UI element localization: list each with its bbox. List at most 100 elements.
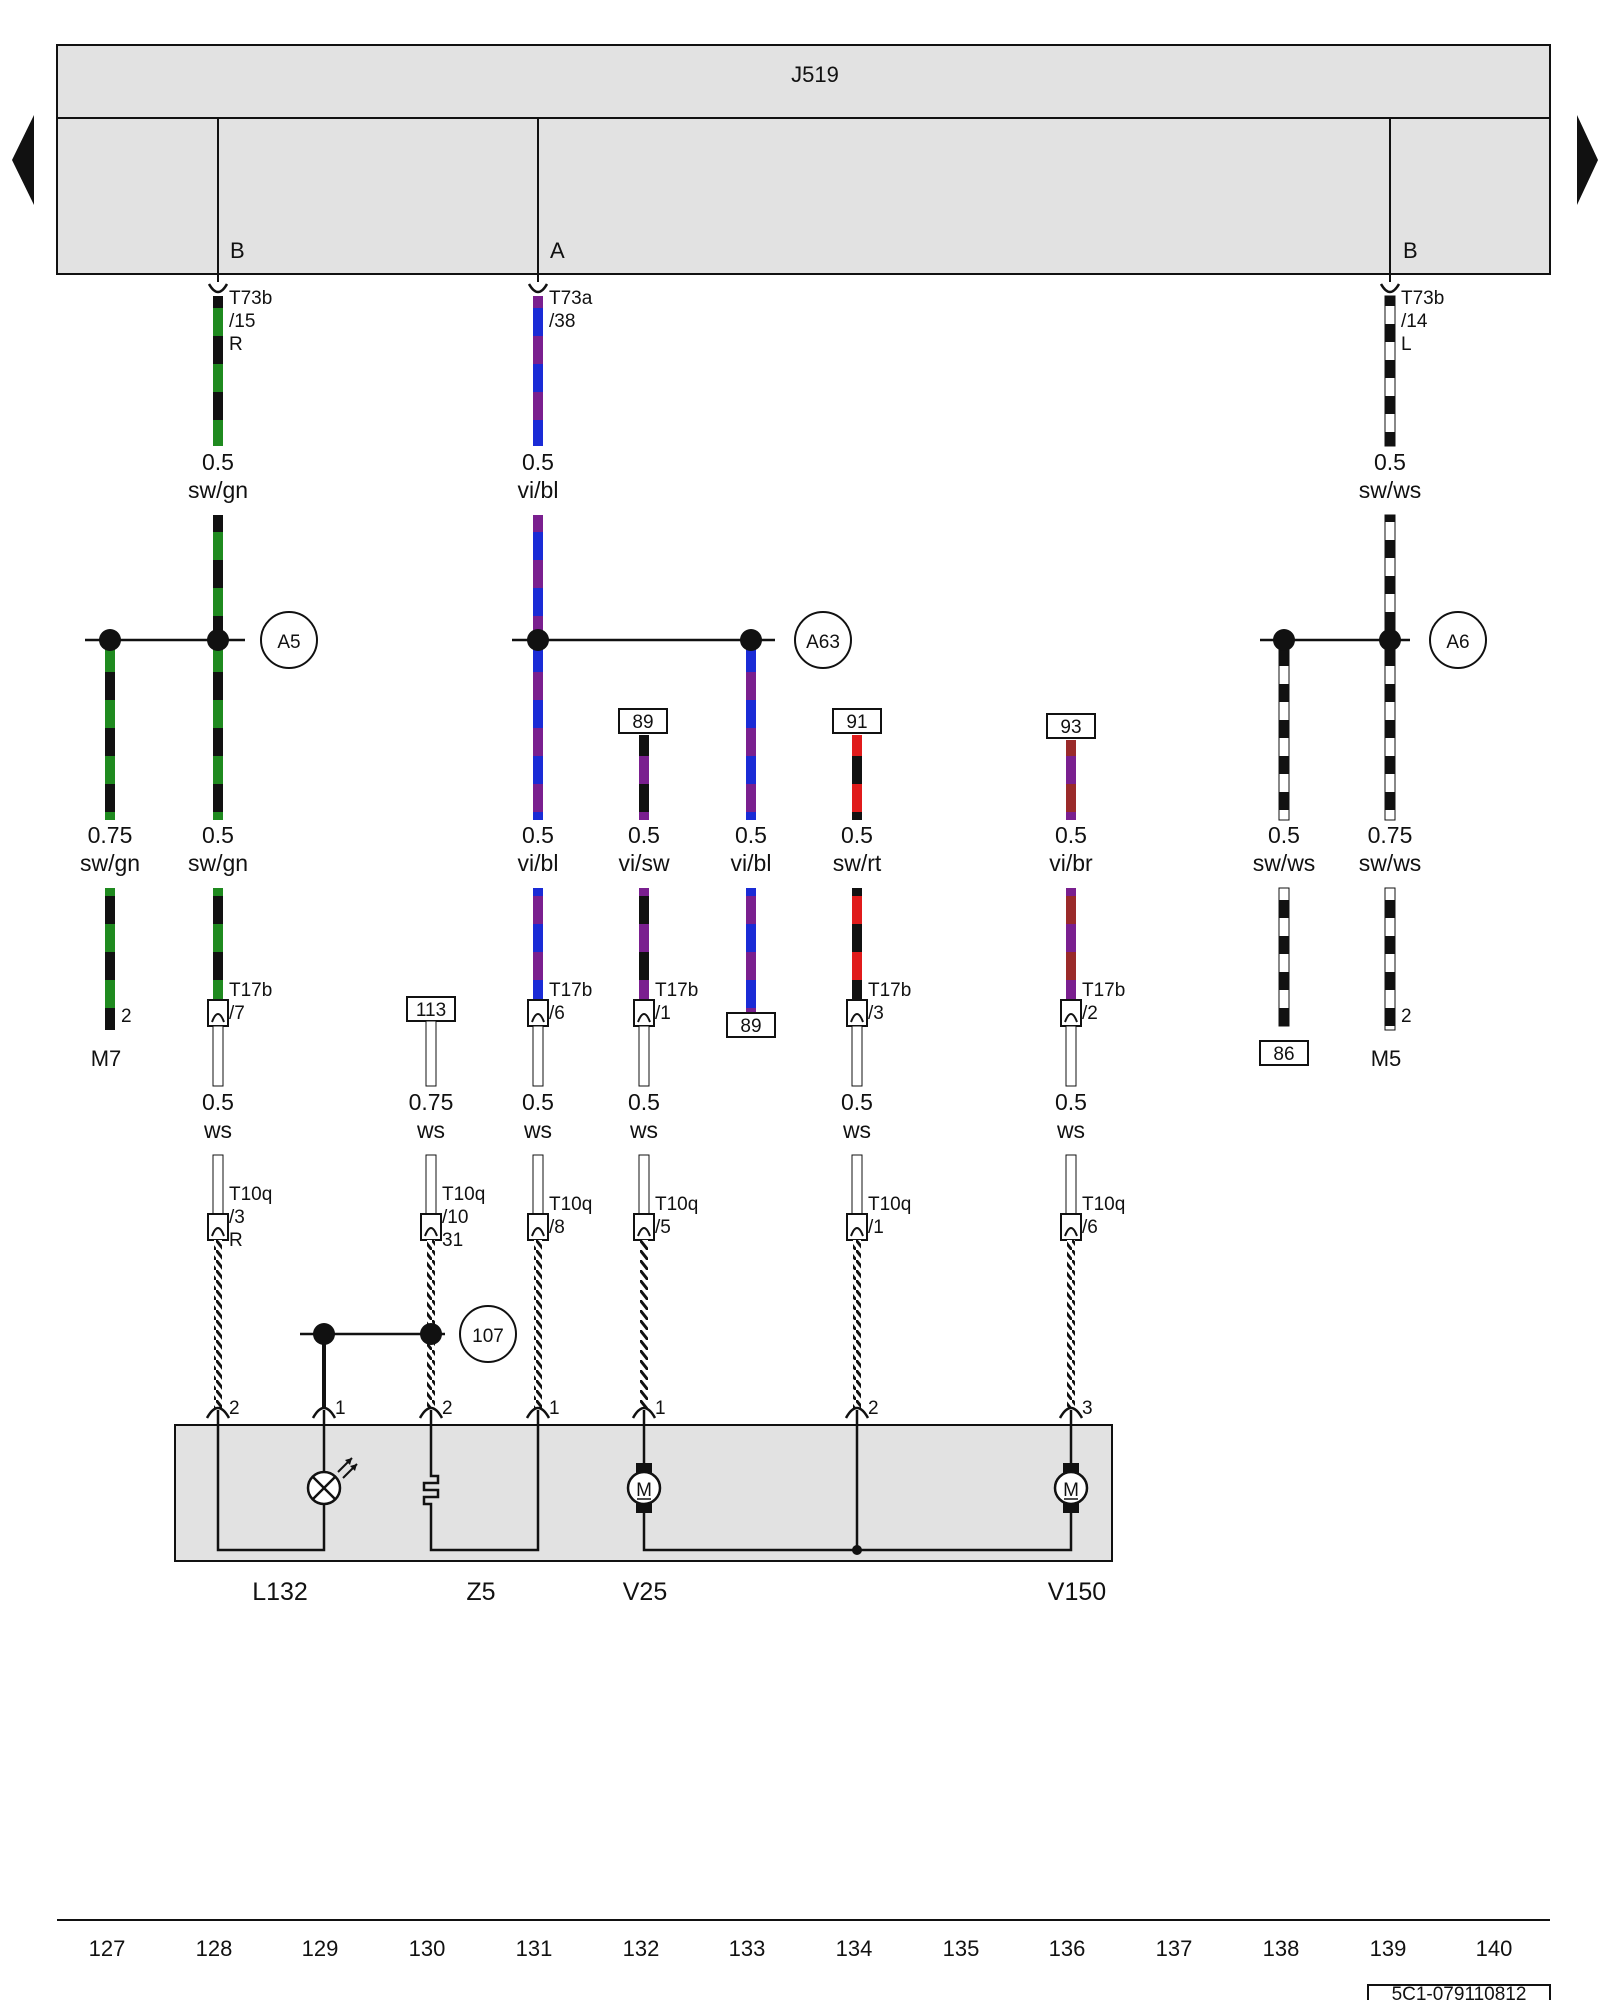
reference-box[interactable]: 93 (1046, 713, 1096, 739)
svg-text:113: 113 (416, 1000, 446, 1021)
svg-text:M: M (1063, 1480, 1079, 1501)
wire-ws (851, 1025, 863, 1087)
connector-t73a-38: T73a /38 (527, 283, 593, 446)
svg-text:93: 93 (1060, 717, 1081, 738)
splice-dot (527, 629, 549, 651)
svg-text:T17b: T17b (1082, 980, 1125, 1001)
wire-label: 0.5 vi/bl (518, 822, 559, 876)
reference-box[interactable]: 86 (1259, 1040, 1309, 1066)
svg-text:ws: ws (629, 1117, 658, 1143)
svg-text:0.5: 0.5 (841, 1089, 873, 1115)
svg-text:/6: /6 (1082, 1217, 1098, 1238)
connector-t17b: T17b /7 (207, 980, 272, 1027)
svg-text:/1: /1 (655, 1003, 671, 1024)
wire-ws (212, 1154, 224, 1216)
component-pin: 2 (442, 1398, 453, 1419)
wire-twisted (853, 1240, 861, 1408)
ruler-number: 135 (943, 1936, 980, 1961)
ruler-number: 139 (1370, 1936, 1407, 1961)
wire-ws (1065, 1025, 1077, 1087)
ground-m5: 2 M5 (1371, 1006, 1412, 1071)
next-page-arrow-icon[interactable] (1577, 115, 1598, 205)
svg-text:vi/sw: vi/sw (618, 850, 670, 876)
reference-box[interactable]: 91 (832, 708, 882, 734)
wire-sw-gn (213, 888, 223, 1000)
component-label-l132: L132 (252, 1578, 308, 1606)
wire-ws (212, 1025, 224, 1087)
component-pin: 1 (549, 1398, 560, 1419)
splice-dot (99, 629, 121, 651)
connector-t17b: T17b /2 (1060, 980, 1125, 1027)
wire-label: 0.5 sw/ws (1253, 822, 1316, 876)
svg-text:0.5: 0.5 (202, 449, 234, 475)
reference-box[interactable]: 113 (406, 996, 456, 1022)
svg-text:0.5: 0.5 (522, 449, 554, 475)
svg-text:/2: /2 (1082, 1003, 1098, 1024)
pin-letter: B (1403, 238, 1418, 263)
svg-text:T10q: T10q (655, 1194, 698, 1215)
connector-t10q: T10q /1 (846, 1194, 911, 1241)
wire-label: 0.5 sw/ws (1359, 449, 1422, 503)
connector-label: T73a (549, 288, 593, 309)
reference-box[interactable]: 89 (618, 708, 668, 734)
wire-sw-gn (105, 888, 115, 1030)
wire-sw-gn (213, 515, 223, 820)
svg-text:M: M (636, 1480, 652, 1501)
svg-text:0.5: 0.5 (1374, 449, 1406, 475)
wire-label: 0.5 ws (628, 1089, 660, 1143)
wire-twisted (640, 1240, 648, 1408)
svg-text:ws: ws (1056, 1117, 1085, 1143)
component-pin: 1 (655, 1398, 666, 1419)
splice-dot (420, 1323, 442, 1345)
svg-text:0.5: 0.5 (522, 1089, 554, 1115)
svg-text:T17b: T17b (655, 980, 698, 1001)
svg-text:0.5: 0.5 (1268, 822, 1300, 848)
connector-pin: /14 (1401, 311, 1428, 332)
wire-sw-ws (1384, 514, 1396, 821)
svg-text:T10q: T10q (229, 1184, 272, 1205)
svg-text:/7: /7 (229, 1003, 245, 1024)
svg-text:89: 89 (632, 712, 653, 733)
wire-vi-sw (639, 735, 649, 820)
ruler-number: 133 (729, 1936, 766, 1961)
wire-sw-ws (1384, 887, 1396, 1031)
prev-page-arrow-icon[interactable] (12, 115, 34, 205)
svg-text:/10: /10 (442, 1207, 468, 1228)
wire-ws (425, 1154, 437, 1216)
svg-text:2: 2 (121, 1006, 132, 1027)
reference-box[interactable]: 89 (726, 1012, 776, 1038)
svg-text:ws: ws (203, 1117, 232, 1143)
splice-dot (740, 629, 762, 651)
svg-text:M7: M7 (91, 1046, 122, 1071)
wire-twisted (534, 1240, 542, 1408)
svg-text:sw/rt: sw/rt (833, 850, 882, 876)
connector-t17b: T17b /3 (846, 980, 911, 1027)
svg-text:vi/bl: vi/bl (518, 477, 559, 503)
connector-t10q: T10q /5 (633, 1194, 698, 1241)
connector-t10q: T10q /8 (527, 1194, 592, 1241)
wire-ws (638, 1154, 650, 1216)
svg-text:/8: /8 (549, 1217, 565, 1238)
svg-text:107: 107 (472, 1326, 504, 1347)
ruler-number: 134 (836, 1936, 873, 1961)
svg-text:T10q: T10q (868, 1194, 911, 1215)
svg-text:sw/gn: sw/gn (80, 850, 140, 876)
wire-vi-br (1066, 888, 1076, 1000)
svg-text:A6: A6 (1446, 632, 1469, 653)
wire-vi-br (1066, 740, 1076, 820)
connector-t73b-14: T73b /14 L (1379, 283, 1444, 447)
wire-vi-bl (533, 888, 543, 1000)
svg-text:/5: /5 (655, 1217, 671, 1238)
wire-twisted (1067, 1240, 1075, 1408)
ruler-number: 131 (516, 1936, 553, 1961)
motor-v25-icon: M (626, 1463, 662, 1513)
wire-ws (851, 1154, 863, 1216)
wire-ws (638, 1025, 650, 1087)
wire-label: 0.5 ws (522, 1089, 554, 1143)
ruler-number: 127 (89, 1936, 126, 1961)
svg-text:sw/ws: sw/ws (1359, 850, 1422, 876)
connector-label: T73b (229, 288, 272, 309)
ruler-number: 140 (1476, 1936, 1513, 1961)
connector-label: T73b (1401, 288, 1444, 309)
svg-text:T17b: T17b (868, 980, 911, 1001)
